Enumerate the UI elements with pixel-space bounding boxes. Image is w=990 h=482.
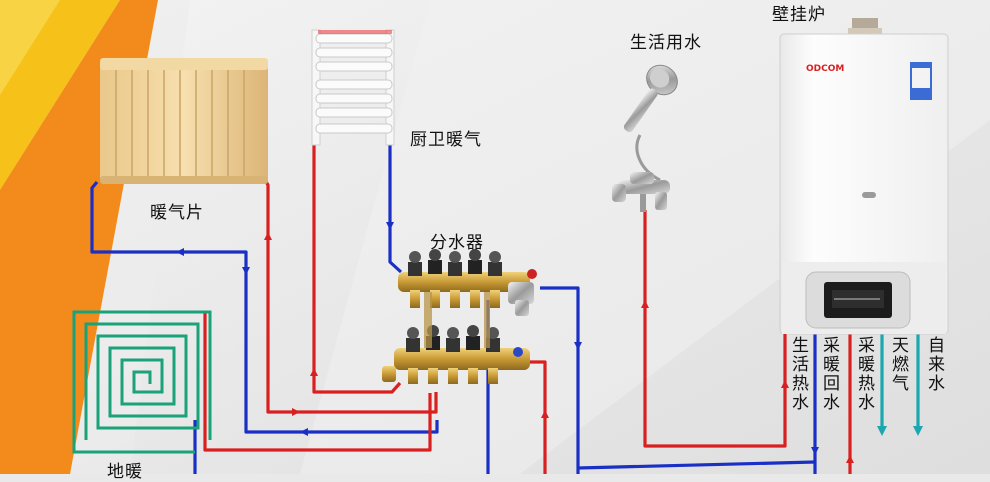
radiator xyxy=(100,58,268,184)
boiler-label: 壁挂炉 xyxy=(772,5,826,25)
manifold xyxy=(382,249,537,384)
port-label-cold-water: 自来水 xyxy=(924,336,944,393)
port-label-gas: 天燃气 xyxy=(888,336,908,393)
port-label-heating-supply: 采暖热水 xyxy=(854,336,874,412)
port-label-domestic-hot-water: 生活热水 xyxy=(788,336,808,412)
towel-radiator xyxy=(311,29,395,146)
boiler-brand: ODCOM xyxy=(806,64,845,74)
floor-heating-label: 地暖 xyxy=(107,462,143,482)
manifold-return-pipe xyxy=(540,286,580,474)
manifold-label: 分水器 xyxy=(430,233,484,253)
pipes xyxy=(90,140,920,474)
floor-supply-pipe xyxy=(203,312,432,452)
radiator-label: 暖气片 xyxy=(150,203,204,223)
towel-radiator-label: 厨卫暖气 xyxy=(410,130,482,150)
manifold-upper-valves xyxy=(408,249,502,276)
flow-arrows xyxy=(176,222,923,463)
towel-radiator-return-pipe xyxy=(388,140,403,274)
radiator-return-pipe xyxy=(90,180,439,434)
bottom-return-run xyxy=(577,460,816,470)
boiler xyxy=(779,18,949,335)
radiator-supply-pipe xyxy=(263,179,438,414)
port-label-heating-return: 采暖回水 xyxy=(819,336,839,412)
manifold-supply-pipe xyxy=(530,360,547,474)
shower xyxy=(612,64,678,212)
floor-heating-coil xyxy=(72,310,212,454)
domestic-water-label: 生活用水 xyxy=(630,33,702,53)
towel-radiator-supply-pipe xyxy=(312,143,402,394)
